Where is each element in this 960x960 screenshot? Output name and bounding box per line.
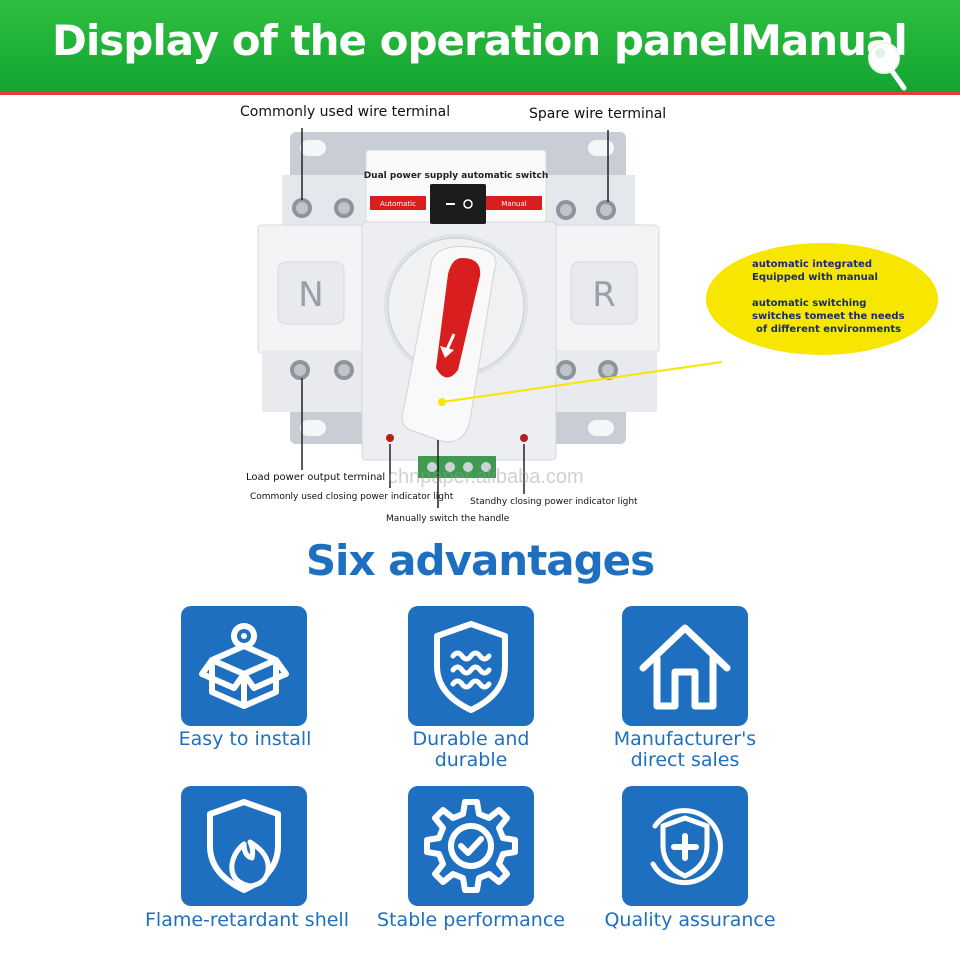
advantage-label-line: direct sales: [630, 749, 740, 771]
common-indicator-light: [386, 434, 394, 442]
manual-handle[interactable]: [401, 246, 497, 443]
advantage-label-line: Flame-retardant shell: [145, 909, 349, 931]
advantage-card: [622, 786, 748, 906]
advantage-label-line: durable: [434, 749, 508, 771]
advantage-label: Easy to install: [150, 729, 340, 750]
manual-label: Manual: [501, 200, 526, 208]
box-install-icon: [199, 623, 289, 709]
page-title: Display of the operation panelManual: [52, 16, 908, 65]
device-title: Dual power supply automatic switch: [364, 171, 549, 181]
mode-rocker-switch[interactable]: [430, 184, 486, 224]
advantage-card: [181, 606, 307, 726]
advantage-label: Stable performance: [368, 910, 574, 931]
advantage-label: Durable and durable: [376, 729, 566, 771]
advantage-label-line: Stable performance: [377, 909, 565, 931]
label-manual-handle: Manually switch the handle: [386, 514, 510, 524]
neutral-letter: N: [298, 275, 323, 315]
advantage-label: Flame-retardant shell: [136, 910, 358, 931]
advantage-card: [408, 786, 534, 906]
reserve-letter: R: [592, 275, 616, 315]
label-common-indicator: Commonly used closing power indicator li…: [250, 492, 454, 502]
callout-line: automatic integrated: [752, 259, 872, 270]
callout-line: automatic switching: [752, 298, 867, 309]
advantage-label: Manufacturer's direct sales: [590, 729, 780, 771]
dual-power-switch-image: N R Dual power supply automatic switch A…: [257, 128, 723, 508]
advantage-label-line: Easy to install: [178, 728, 312, 750]
magnifier-icon: [868, 42, 907, 91]
callout-line: of different environments: [756, 324, 902, 335]
advantage-label-line: Durable and: [412, 728, 530, 750]
header-divider: [0, 92, 960, 95]
automatic-label: Automatic: [380, 200, 416, 208]
advantages-title: Six advantages: [305, 536, 655, 585]
label-standby-indicator: Standhy closing power indicator light: [470, 497, 638, 507]
advantage-label-line: Manufacturer's: [613, 728, 757, 750]
watermark: chnpaper.alibaba.com: [388, 466, 584, 488]
callout-line: switches tomeet the needs: [752, 311, 905, 322]
label-common-wire-terminal: Commonly used wire terminal: [240, 104, 451, 120]
feature-callout: [706, 243, 938, 355]
shield-plus-icon: [650, 808, 723, 886]
advantage-label-line: Quality assurance: [604, 909, 776, 931]
advantage-card: [408, 606, 534, 726]
callout-line: Equipped with manual: [752, 272, 878, 283]
label-spare-wire-terminal: Spare wire terminal: [529, 106, 667, 122]
advantage-label: Quality assurance: [590, 910, 790, 931]
shield-waves-icon: [434, 621, 508, 713]
label-load-output-terminal: Load power output terminal: [246, 472, 386, 483]
gear-check-icon: [424, 799, 518, 893]
header-banner: Display of the operation panelManual: [0, 0, 960, 92]
advantage-card: [181, 786, 307, 906]
standby-indicator-light: [520, 434, 528, 442]
house-icon: [639, 624, 731, 710]
shield-flame-icon: [207, 799, 281, 893]
advantage-card: [622, 606, 748, 726]
